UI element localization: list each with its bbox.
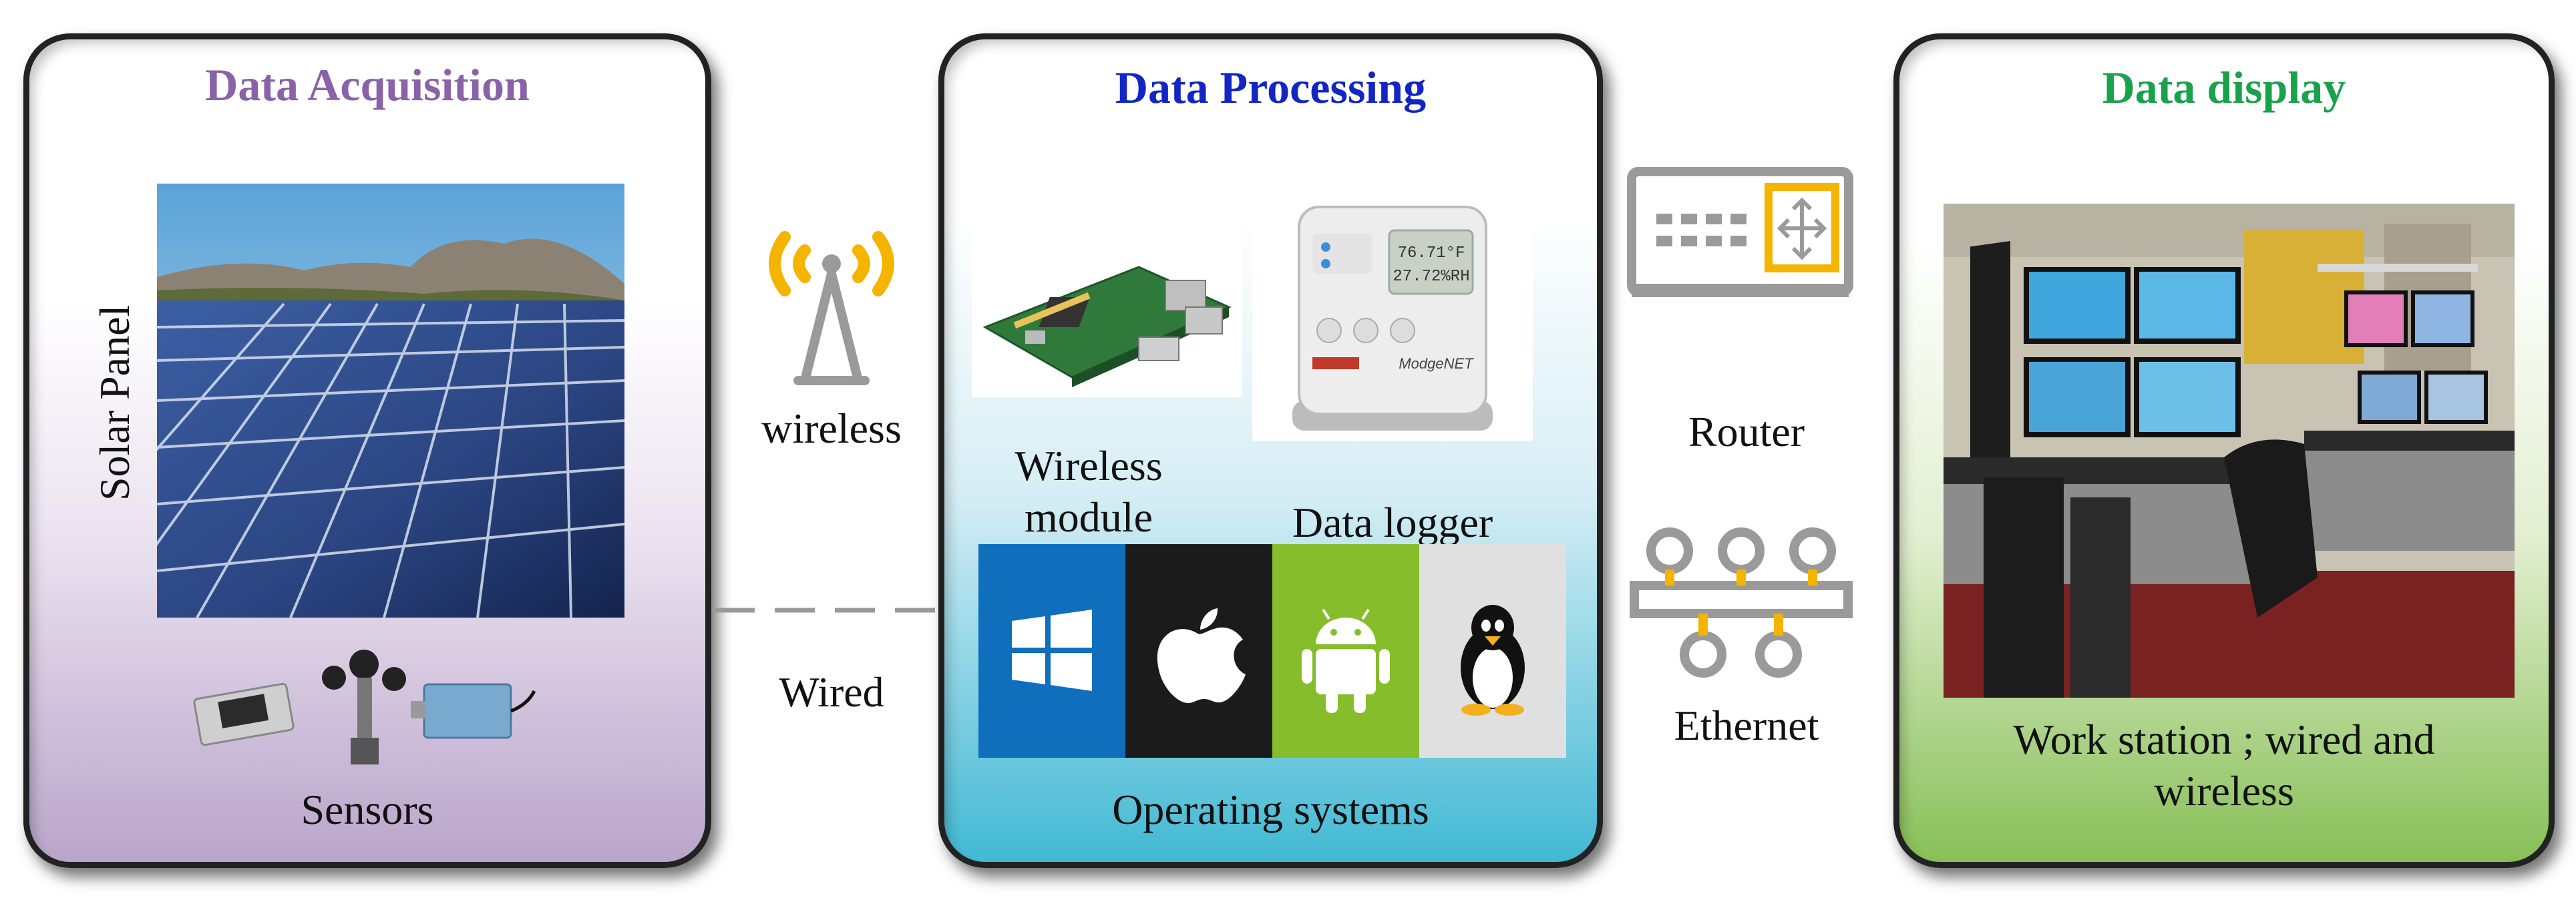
ethernet-label: Ethernet xyxy=(1674,702,1819,749)
data-acquisition-title: Data Acquisition xyxy=(205,59,530,110)
wireless-module-line2: module xyxy=(1025,493,1153,541)
workstation-label: Work station ; wired and wireless xyxy=(1893,714,2555,817)
operating-systems-label: Operating systems xyxy=(1112,786,1429,833)
logger-screen-line2: 27.72%RH xyxy=(1393,268,1469,286)
sensors-label: Sensors xyxy=(301,786,434,833)
data-display-panel: Data display xyxy=(1893,33,2555,868)
router-label: Router xyxy=(1688,408,1805,455)
logger-brand: ModgeNET xyxy=(1399,355,1474,372)
data-processing-title: Data Processing xyxy=(1115,62,1427,113)
data-acquisition-panel: Data Acquisition Solar Panel xyxy=(23,33,711,868)
windows-icon xyxy=(1012,610,1092,691)
raspberry-pi-image xyxy=(972,227,1242,397)
solar-panel-label: Solar Panel xyxy=(91,304,138,501)
linux-tile xyxy=(1419,544,1566,758)
windows-tile xyxy=(978,544,1125,758)
control-room-image xyxy=(1944,204,2515,698)
wireless-module-label: Wireless module xyxy=(938,441,1239,543)
data-logger-image: 76.71°F 27.72%RH ModgeNET xyxy=(1252,194,1533,441)
solar-panel-image xyxy=(157,184,624,618)
apple-icon xyxy=(1157,608,1246,704)
wireless-antenna-icon xyxy=(751,214,912,387)
data-logger-label: Data logger xyxy=(1292,499,1493,546)
linux-penguin-icon xyxy=(1461,605,1525,716)
router-icon xyxy=(1626,164,1857,307)
wired-label: Wired xyxy=(779,668,884,716)
os-strip xyxy=(978,544,1566,758)
android-tile xyxy=(1272,544,1419,758)
data-display-title: Data display xyxy=(2102,62,2346,113)
logger-screen-line1: 76.71°F xyxy=(1398,244,1465,262)
ethernet-icon xyxy=(1626,521,1857,681)
wireless-label: wireless xyxy=(761,405,902,452)
wired-dashed-line xyxy=(715,604,942,613)
apple-tile xyxy=(1125,544,1272,758)
workstation-line2: wireless xyxy=(2154,766,2294,815)
workstation-line1: Work station ; wired and xyxy=(2013,716,2435,763)
data-processing-panel: Data Processing 76.71°F 27.72%RH xyxy=(938,33,1603,868)
sensors-image xyxy=(190,638,538,771)
wireless-module-line1: Wireless xyxy=(1015,442,1163,489)
android-icon xyxy=(1302,608,1390,713)
